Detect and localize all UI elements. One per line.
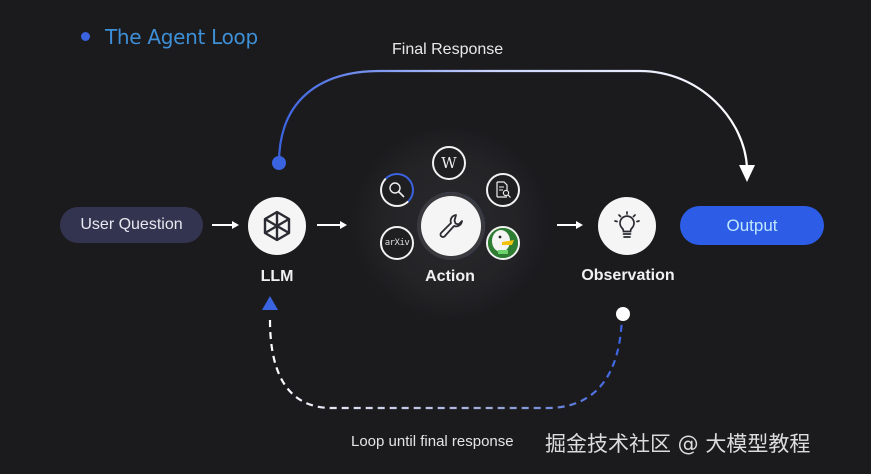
llm-label: LLM — [260, 268, 294, 285]
document-search-tool[interactable] — [486, 173, 520, 207]
title-bullet-icon — [81, 32, 90, 41]
document-search-icon — [496, 181, 511, 198]
duckduckgo-icon — [488, 228, 518, 258]
observation-node[interactable] — [598, 197, 656, 255]
loop-label: Loop until final response — [351, 433, 514, 450]
observation-label: Observation — [581, 267, 675, 284]
final-response-arrowhead — [739, 165, 755, 182]
wikipedia-tool[interactable]: W — [432, 146, 466, 180]
action-node[interactable] — [421, 196, 481, 256]
diagram-title: The Agent Loop — [105, 25, 258, 49]
arxiv-tool[interactable]: arXiv — [380, 226, 414, 260]
loop-arrowhead — [262, 296, 278, 310]
arxiv-icon: arXiv — [384, 238, 410, 248]
search-icon — [389, 182, 405, 198]
final-response-start-dot — [272, 156, 286, 170]
wikipedia-icon: W — [441, 154, 457, 172]
output-node[interactable]: Output — [680, 206, 824, 245]
action-label: Action — [425, 268, 475, 285]
arrow-action-to-observation — [557, 221, 583, 229]
arrow-user-to-llm — [212, 221, 239, 229]
cube-icon — [263, 210, 291, 242]
final-response-path — [277, 69, 749, 169]
user-question-node[interactable]: User Question — [60, 207, 203, 243]
lightbulb-icon — [614, 211, 640, 238]
duckduckgo-tool[interactable] — [486, 226, 520, 260]
search-tool[interactable] — [380, 173, 414, 207]
loop-start-dot — [616, 307, 630, 321]
watermark: 掘金技术社区 @ 大模型教程 — [545, 432, 811, 456]
arrow-llm-to-action — [317, 221, 347, 229]
loop-path — [268, 309, 624, 410]
wrench-icon — [439, 214, 463, 238]
final-response-label: Final Response — [392, 41, 504, 58]
llm-node[interactable] — [248, 197, 306, 255]
